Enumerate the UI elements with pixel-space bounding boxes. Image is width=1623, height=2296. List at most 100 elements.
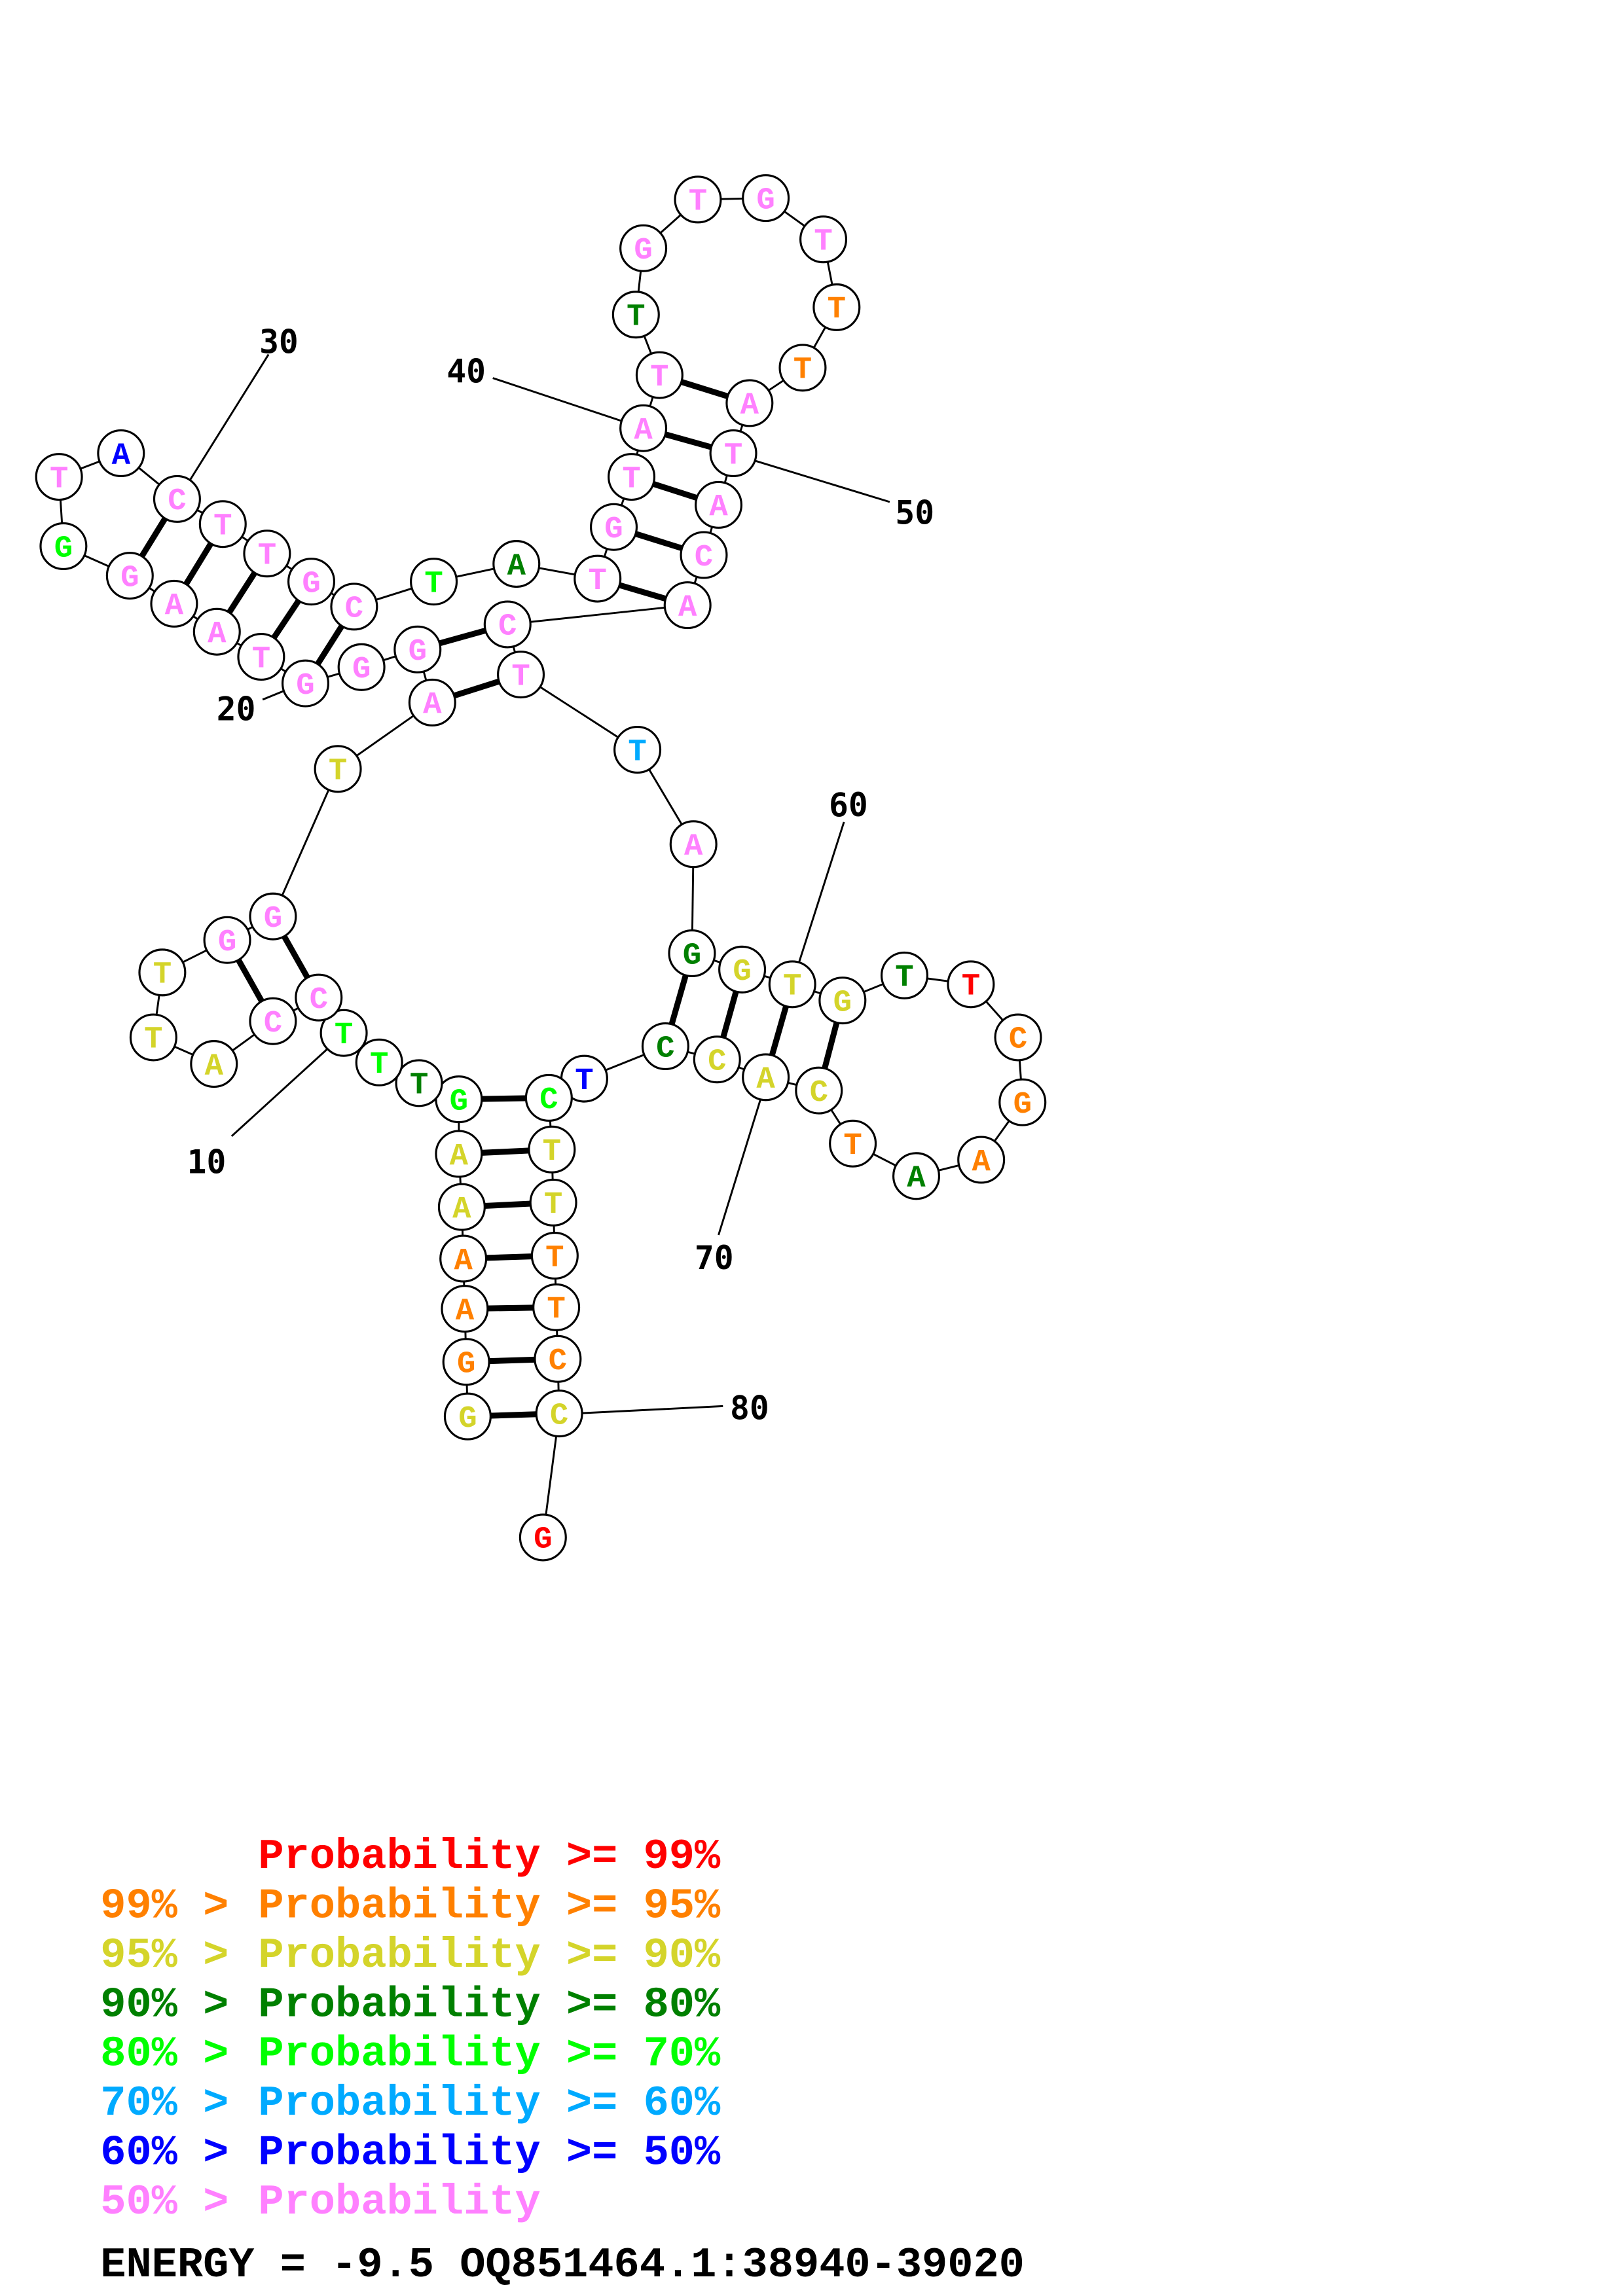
nucleotide-circle — [829, 1119, 877, 1168]
nucleotide-base: G — [457, 1348, 475, 1382]
nucleotide-base: G — [409, 635, 427, 670]
nucleotide-circle — [249, 997, 297, 1045]
nucleotide-78: T — [532, 1283, 581, 1331]
nucleotide-circle — [281, 659, 330, 708]
nucleotide-base: G — [534, 1523, 552, 1558]
nucleotide-circle — [408, 678, 456, 726]
nucleotide-base: G — [450, 1085, 468, 1119]
nucleotide-68: T — [829, 1119, 877, 1168]
nucleotide-base: A — [678, 590, 697, 625]
nucleotide-14: T — [129, 1013, 177, 1062]
nucleotide-circle — [129, 1013, 177, 1062]
nucleotide-81: G — [519, 1513, 567, 1562]
nucleotide-base: G — [458, 1402, 477, 1437]
nucleotide-base: T — [144, 1023, 162, 1058]
nucleotide-base: A — [907, 1162, 926, 1196]
nucleotide-18: T — [314, 745, 362, 793]
nucleotide-circle — [249, 892, 297, 941]
legend-prefix: 90% > — [100, 1981, 254, 2029]
nucleotide-16: G — [203, 916, 251, 964]
nucleotide-base: C — [310, 983, 328, 1018]
nucleotide-33: G — [287, 558, 336, 606]
energy-label: ENERGY = -9.5 OQ851464.1:38940-39020 — [100, 2241, 1025, 2289]
legend-prefix: 80% > — [100, 2030, 254, 2079]
nucleotide-circle — [138, 948, 187, 997]
nucleotide-31: T — [198, 500, 247, 548]
nucleotide-base: T — [628, 735, 646, 770]
position-label-10: 10 — [187, 1143, 227, 1181]
nucleotide-circle — [203, 916, 251, 964]
legend-label: Probability >= 70% — [258, 2030, 721, 2079]
nucleotide-51: A — [695, 480, 743, 529]
nucleotide-circle — [619, 224, 668, 272]
nucleotide-circle — [818, 977, 867, 1025]
legend-label: Probability >= 90% — [258, 1931, 721, 1980]
nucleotide-base: C — [345, 592, 363, 627]
legend-prefix: 70% > — [100, 2079, 254, 2128]
nucleotide-base: T — [213, 509, 232, 544]
nucleotide-base: T — [543, 1135, 561, 1170]
nucleotide-circle — [528, 1125, 576, 1174]
nucleotide-circle — [192, 607, 241, 656]
nucleotide-circle — [314, 745, 362, 793]
legend-line-5: 80% > Probability >= 70% — [100, 2030, 721, 2079]
nucleotide-1: G — [443, 1392, 492, 1441]
nucleotide-44: T — [674, 175, 722, 224]
position-label-40: 40 — [447, 352, 486, 390]
nucleotide-circle — [439, 1234, 488, 1283]
nucleotide-77: T — [530, 1232, 579, 1280]
nucleotide-61: G — [818, 977, 867, 1025]
position-label-line — [744, 456, 890, 503]
legend-prefix: 60% > — [100, 2129, 254, 2178]
nucleotide-49: A — [725, 379, 774, 427]
nucleotide-base: G — [264, 902, 282, 937]
nucleotide-base: C — [656, 1031, 674, 1066]
nucleotide-39: T — [608, 453, 656, 501]
nucleotide-circle — [287, 558, 336, 606]
nucleotide-circle — [435, 1130, 483, 1178]
nucleotide-50: T — [709, 429, 757, 478]
nucleotide-9: T — [355, 1038, 403, 1086]
nucleotide-41: T — [635, 351, 684, 399]
nucleotide-circle — [725, 379, 774, 427]
legend-label: Probability >= 60% — [258, 2079, 721, 2128]
nucleotide-2: G — [442, 1338, 490, 1386]
nucleotide-circle — [693, 1035, 741, 1084]
legend-line-7: 60% > Probability >= 50% — [100, 2129, 721, 2178]
nucleotide-base: A — [454, 1244, 473, 1279]
nucleotide-base: T — [828, 293, 846, 327]
nucleotide-3: A — [441, 1285, 489, 1333]
nucleotide-30: C — [153, 475, 201, 523]
probability-legend: Probability >= 99%99% > Probability >= 9… — [100, 1833, 721, 2227]
nucleotide-66: A — [957, 1136, 1006, 1184]
nucleotide-base: G — [833, 986, 852, 1020]
nucleotide-circle — [668, 929, 716, 978]
nucleotide-base: T — [783, 970, 801, 1005]
nucleotide-67: A — [892, 1152, 941, 1200]
nucleotide-circle — [957, 1136, 1006, 1184]
position-label-50: 50 — [895, 494, 934, 532]
nucleotide-circle — [795, 1066, 843, 1115]
nucleotide-circle — [994, 1013, 1042, 1062]
nucleotide-base: T — [895, 961, 913, 996]
nucleotide-base: T — [50, 462, 68, 497]
nucleotide-base: T — [689, 185, 707, 220]
nucleotide-base: T — [962, 970, 980, 1005]
nucleotide-10: T — [319, 1009, 368, 1057]
legend-label: Probability — [258, 2178, 540, 2227]
nucleotide-base: T — [814, 225, 832, 260]
nucleotide-base: T — [622, 462, 640, 497]
nucleotide-base: G — [352, 653, 371, 687]
nucleotide-45: G — [742, 174, 790, 223]
legend-line-8: 50% > Probability — [100, 2178, 540, 2227]
legend-line-4: 90% > Probability >= 80% — [100, 1981, 721, 2029]
nucleotide-base: A — [507, 549, 526, 584]
nucleotide-25: A — [150, 579, 198, 628]
nucleotide-circle — [355, 1038, 403, 1086]
nucleotide-60: T — [768, 960, 816, 1009]
nucleotide-base: G — [54, 531, 73, 566]
nucleotide-36: A — [492, 540, 541, 588]
nucleotide-base: C — [539, 1083, 558, 1118]
